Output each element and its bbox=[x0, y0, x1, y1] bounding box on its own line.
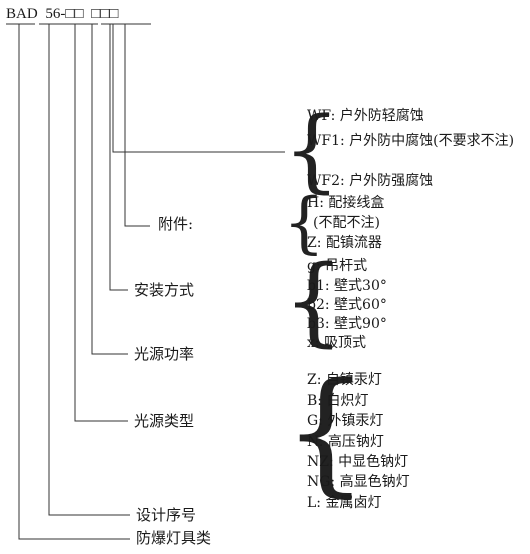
source-item: NG: 高显色钠灯 bbox=[307, 474, 410, 490]
source-item: Z: 自镇汞灯 bbox=[307, 372, 382, 388]
mount-item: b2: 壁式60° bbox=[307, 297, 387, 313]
accessory-item: (不配不注) bbox=[313, 215, 380, 231]
brace-accessory: { bbox=[283, 184, 325, 261]
serial-label: 设计序号 bbox=[136, 506, 197, 524]
wf-item: WF1: 户外防中腐蚀(不要求不注) bbox=[307, 133, 515, 149]
mount-item: b1: 壁式30° bbox=[307, 278, 387, 294]
code-slot-2: □□□ bbox=[91, 6, 119, 22]
model-code: BAD 56-□□ □□□ bbox=[6, 6, 118, 22]
code-slot-1: □□ bbox=[65, 6, 84, 22]
brace-wf: { bbox=[283, 98, 341, 203]
source-item: L: 金属卤灯 bbox=[307, 495, 382, 511]
mount-item: b3: 壁式90° bbox=[307, 316, 387, 332]
accessory-item: Z: 配镇流器 bbox=[307, 235, 382, 251]
source-item: NZ: 中显色钠灯 bbox=[307, 454, 409, 470]
brace-mount: { bbox=[283, 245, 345, 357]
mount-item: g: 吊杆式 bbox=[307, 258, 368, 274]
power-label: 光源功率 bbox=[134, 345, 195, 363]
source-label: 光源类型 bbox=[134, 412, 195, 430]
accessory-label: 附件: bbox=[158, 215, 194, 233]
accessory-item: H: 配接线盒 bbox=[307, 195, 385, 211]
wf-item: WF2: 户外防强腐蚀 bbox=[307, 173, 434, 189]
brace-source: { bbox=[283, 354, 369, 510]
source-item: G: 外镇汞灯 bbox=[307, 413, 384, 429]
wf-item: WF: 户外防轻腐蚀 bbox=[307, 108, 424, 124]
mount-item: x: 吸顶式 bbox=[307, 335, 367, 351]
code-prefix: BAD bbox=[6, 6, 38, 22]
mount-label: 安装方式 bbox=[134, 281, 195, 299]
source-item: N: 高压钠灯 bbox=[307, 434, 384, 450]
category-label: 防爆灯具类 bbox=[136, 529, 212, 547]
code-model: 56- bbox=[45, 6, 66, 22]
source-item: B: 白炽灯 bbox=[307, 393, 369, 409]
